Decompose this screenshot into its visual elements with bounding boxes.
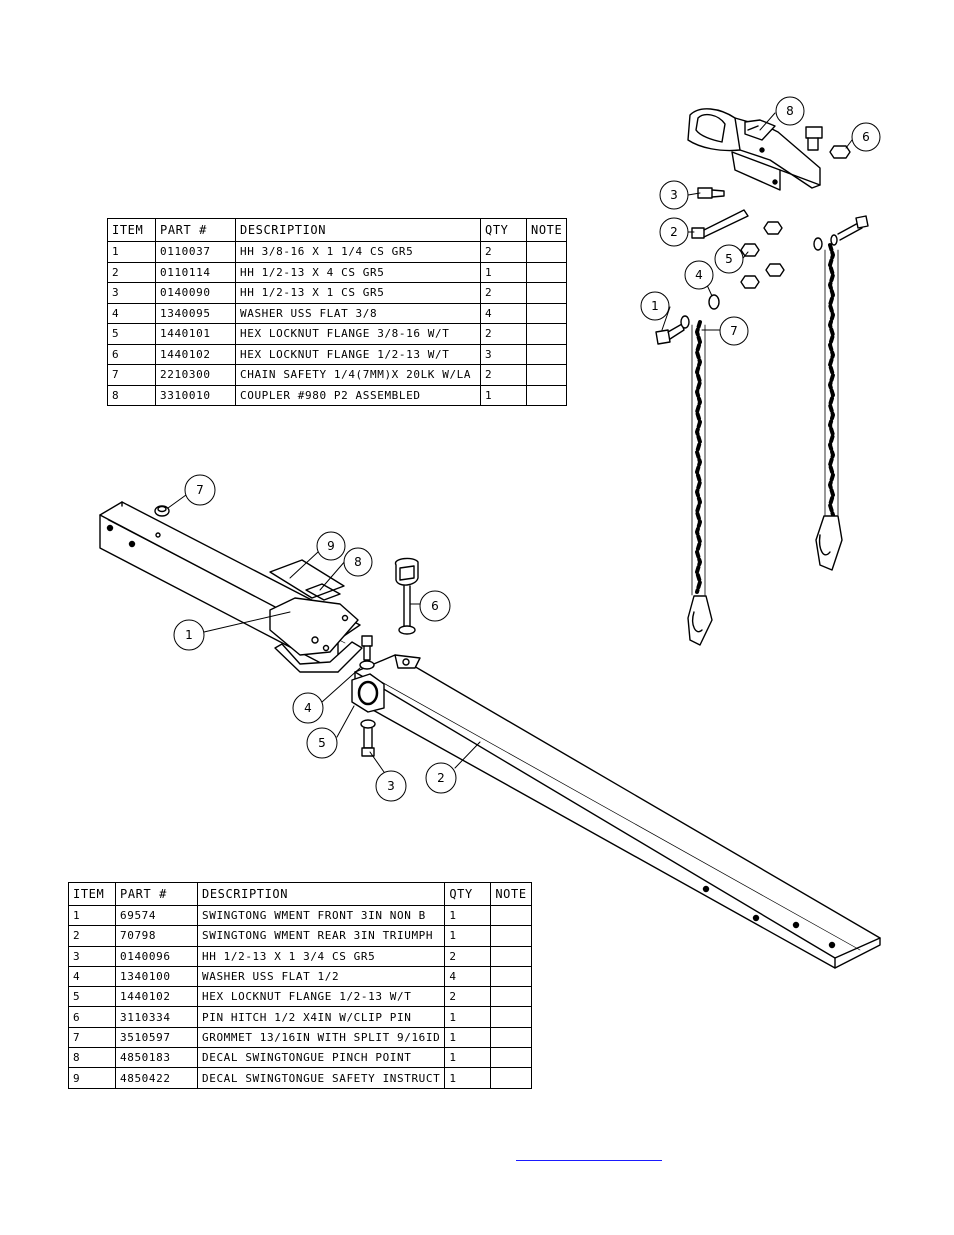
table-header-row: ITEM PART # DESCRIPTION QTY NOTE xyxy=(107,218,568,242)
callout-balloons xyxy=(173,96,881,802)
callout-label: 4 xyxy=(695,268,703,282)
safety-chain-left xyxy=(687,320,713,646)
cell-description: COUPLER #980 P2 ASSEMBLED xyxy=(235,384,481,406)
hyperlink-underline[interactable] xyxy=(516,1146,662,1161)
header-description: DESCRIPTION xyxy=(196,882,446,906)
callout-label: 1 xyxy=(185,628,193,642)
callout-label: 8 xyxy=(786,104,794,118)
callout-label: 7 xyxy=(730,324,738,338)
cell-part: 1440101 xyxy=(155,323,236,345)
cell-description: HH 1/2-13 X 1 3/4 CS GR5 xyxy=(196,945,446,967)
callout-5-balloon xyxy=(714,244,744,274)
callout-8-balloon xyxy=(775,96,805,126)
callout-leaders xyxy=(167,112,853,773)
cell-description: HEX LOCKNUT FLANGE 3/8-16 W/T xyxy=(235,323,481,345)
callout-1-balloon xyxy=(640,291,670,321)
table-header-row: ITEM PART # DESCRIPTION QTY NOTE xyxy=(68,882,532,906)
callout-label: 8 xyxy=(354,555,362,569)
header-qty: QTY xyxy=(444,882,492,906)
cell-description: DECAL SWINGTONGUE SAFETY INSTRUCT xyxy=(196,1067,446,1089)
callout-label: 4 xyxy=(304,701,312,715)
swing-tongue-assembly xyxy=(99,501,881,969)
callout-label: 5 xyxy=(725,252,733,266)
callout-2-balloon xyxy=(425,762,457,794)
cell-description: WASHER USS FLAT 3/8 xyxy=(235,302,481,324)
header-part-number: PART # xyxy=(155,218,236,242)
callout-1-balloon xyxy=(173,619,205,651)
callout-label: 6 xyxy=(862,130,870,144)
coupler-assembly xyxy=(655,108,869,345)
header-qty: QTY xyxy=(480,218,527,242)
cell-item: 8 xyxy=(107,384,156,406)
header-part-number: PART # xyxy=(115,882,198,906)
cell-part: 0110037 xyxy=(155,241,236,263)
cell-part: 1340095 xyxy=(155,302,236,324)
header-note: NOTE xyxy=(525,218,568,242)
callout-3-balloon xyxy=(375,770,407,802)
callout-7-balloon xyxy=(184,474,216,506)
callout-labels: 8 6 3 2 5 4 1 7 7 9 8 6 1 4 5 3 2 xyxy=(185,104,870,793)
callout-7-balloon xyxy=(719,316,749,346)
header-item: ITEM xyxy=(107,218,156,242)
callout-4-balloon xyxy=(684,260,714,290)
callout-label: 9 xyxy=(327,539,335,553)
cell-description: GROMMET 13/16IN WITH SPLIT 9/16ID xyxy=(196,1026,446,1049)
cell-description: SWINGTONG WMENT REAR 3IN TRIUMPH xyxy=(196,925,446,947)
callout-5-balloon xyxy=(306,727,338,759)
callout-label: 1 xyxy=(651,299,659,313)
cell-description: HH 1/2-13 X 4 CS GR5 xyxy=(235,261,481,283)
callout-label: 3 xyxy=(670,188,678,202)
safety-chain-right xyxy=(815,243,843,571)
callout-label: 7 xyxy=(196,483,204,497)
callout-label: 2 xyxy=(437,771,445,785)
callout-label: 3 xyxy=(387,779,395,793)
callout-6-balloon xyxy=(419,590,451,622)
callout-6-balloon xyxy=(851,122,881,152)
cell-description: DECAL SWINGTONGUE PINCH POINT xyxy=(196,1047,446,1069)
callout-9-balloon xyxy=(316,531,346,561)
header-item: ITEM xyxy=(68,882,116,906)
cell-item: 9 xyxy=(68,1067,116,1089)
cell-part: 4850422 xyxy=(115,1067,198,1089)
cell-note xyxy=(525,384,568,406)
callout-4-balloon xyxy=(292,692,324,724)
callout-3-balloon xyxy=(659,180,689,210)
callout-label: 5 xyxy=(318,736,326,750)
callout-2-balloon xyxy=(659,217,689,247)
callout-label: 6 xyxy=(431,599,439,613)
cell-part: 3310010 xyxy=(155,384,236,406)
cell-part: 0110114 xyxy=(155,261,236,283)
callout-8-balloon xyxy=(343,547,373,577)
cell-note xyxy=(490,1067,532,1089)
cell-part: 69574 xyxy=(115,904,198,927)
callout-label: 2 xyxy=(670,225,678,239)
